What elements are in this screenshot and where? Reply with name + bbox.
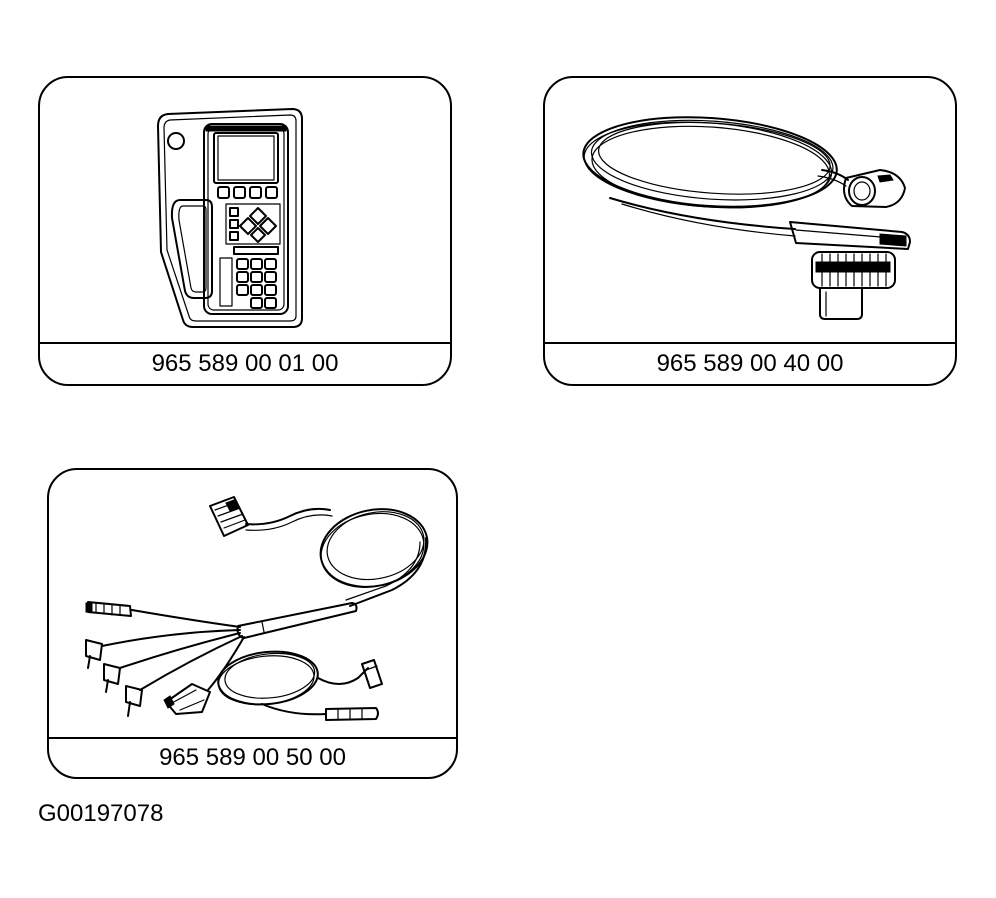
part-number-strip: 965 589 00 01 00	[40, 342, 450, 384]
part-number-strip: 965 589 00 50 00	[49, 737, 456, 777]
part-number-label: 965 589 00 50 00	[159, 744, 346, 771]
part-number-strip: 965 589 00 40 00	[545, 342, 955, 384]
figure-id-label: G00197078	[38, 800, 164, 827]
adapter-cable-illustration	[582, 116, 911, 320]
tool-panel-2: 965 589 00 40 00	[543, 76, 957, 386]
part-number-label: 965 589 00 40 00	[656, 350, 844, 377]
cable-set-illustration	[85, 496, 429, 721]
handheld-tester-illustration	[157, 108, 303, 328]
part-number-label: 965 589 00 01 00	[151, 350, 339, 377]
tool-panel-3: 965 589 00 50 00	[47, 468, 458, 779]
tool-panel-1: 965 589 00 01 00	[38, 76, 452, 386]
